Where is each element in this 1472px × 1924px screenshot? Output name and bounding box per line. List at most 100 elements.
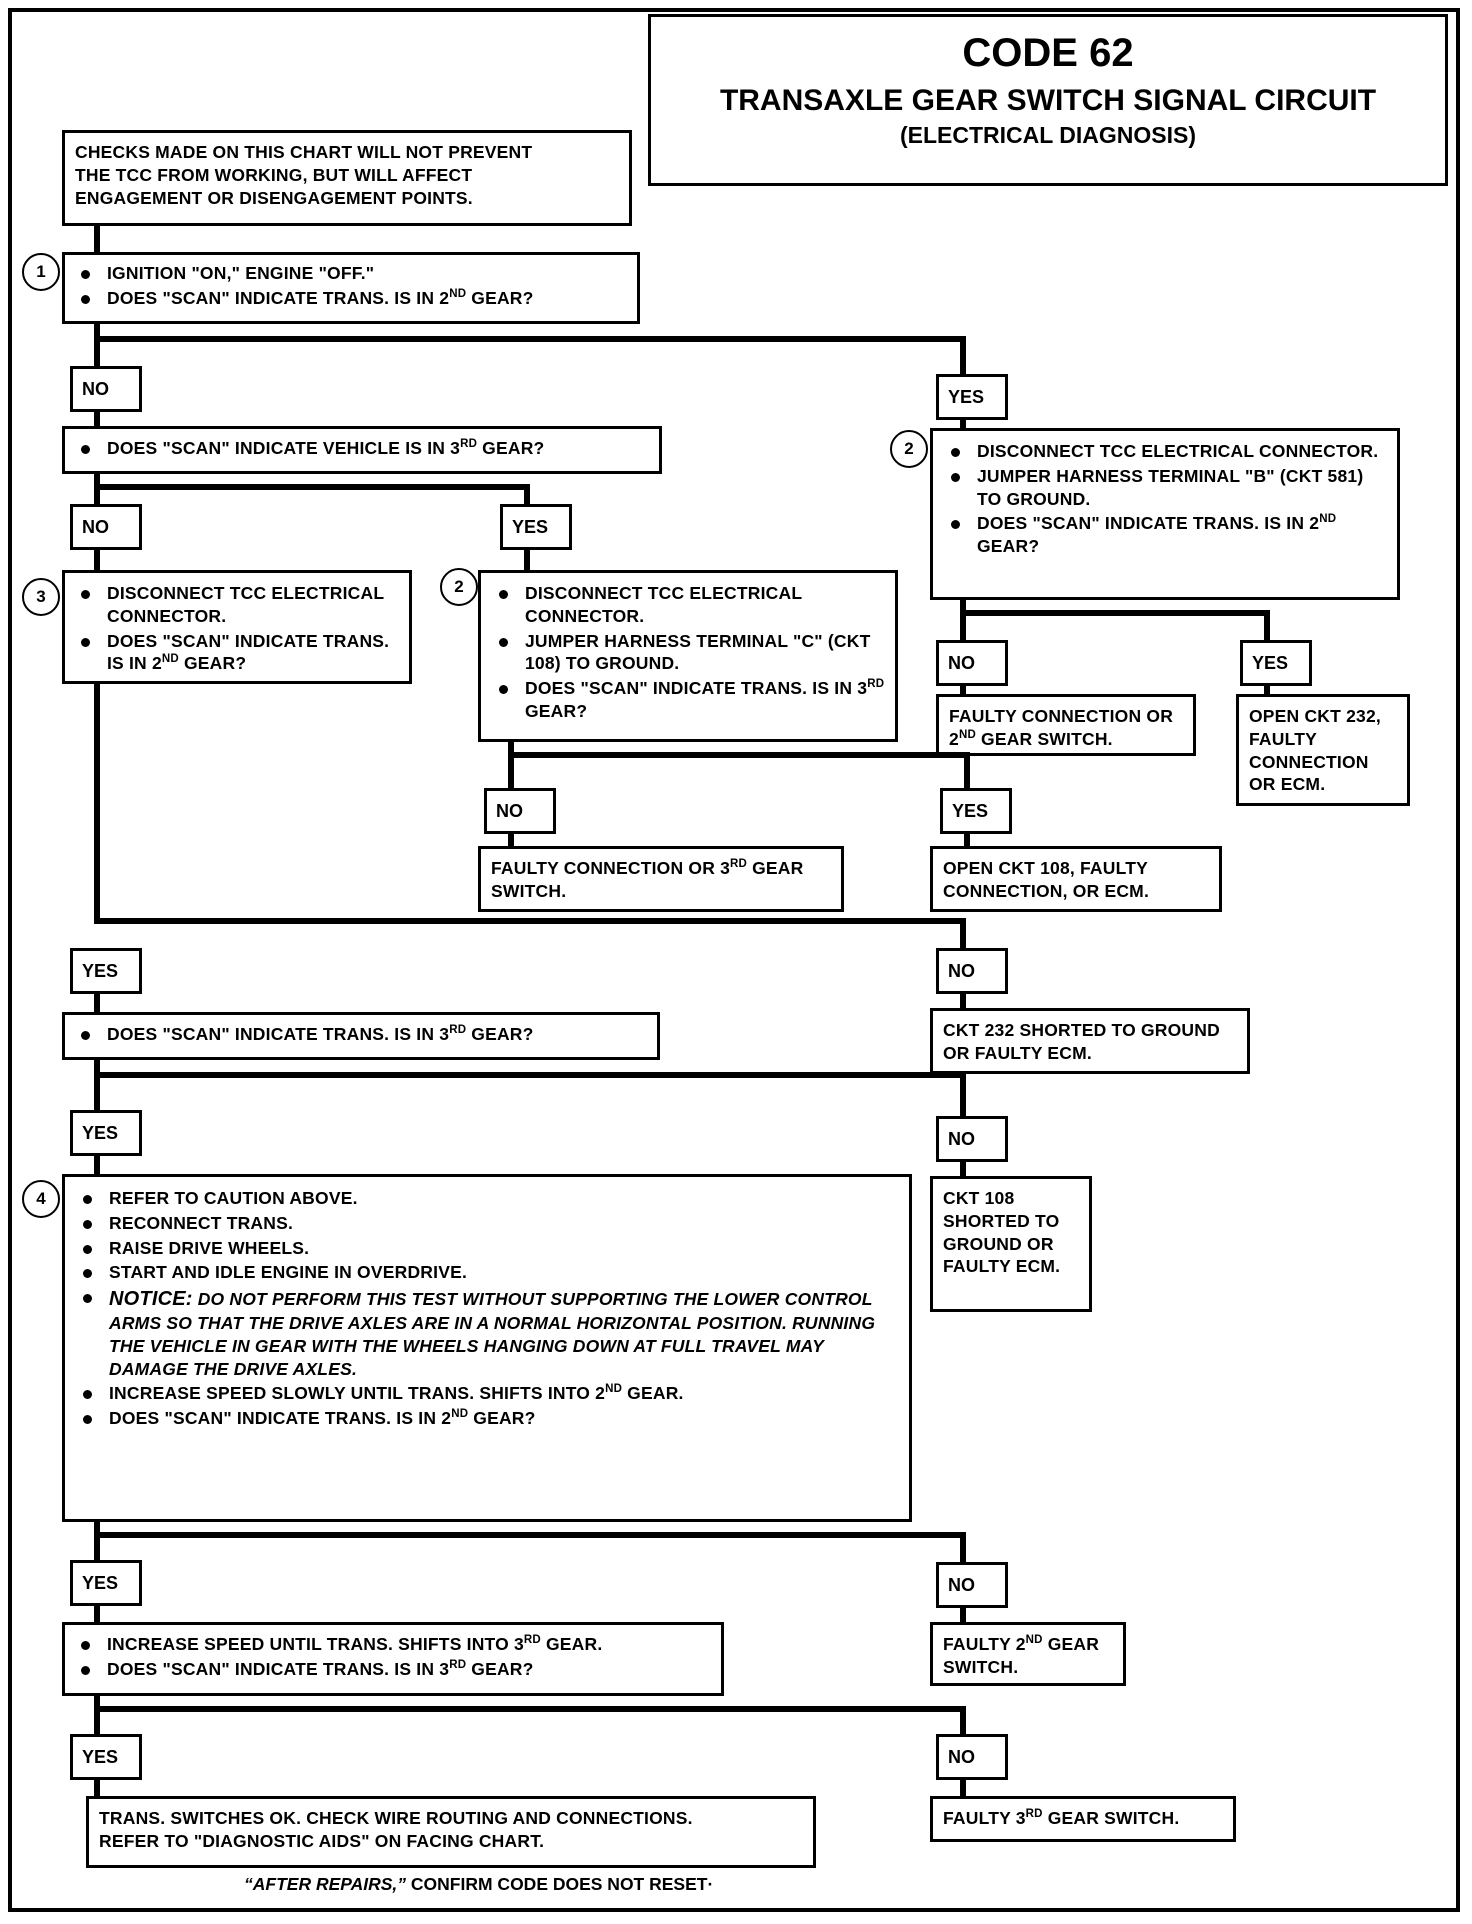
connector — [1264, 610, 1270, 642]
step2right-bullet-2: JUMPER HARNESS TERMINAL "B" (CKT 581) TO… — [943, 465, 1387, 511]
answer-yes-step3: YES — [70, 948, 142, 994]
step4-bullet-3: RAISE DRIVE WHEELS. — [75, 1237, 899, 1260]
result-faulty-connection-2nd-box: FAULTY CONNECTION OR 2ND GEAR SWITCH. — [936, 694, 1196, 756]
footer-rest: CONFIRM CODE DOES NOT RESET· — [406, 1874, 714, 1894]
step1-bullet-2: DOES "SCAN" INDICATE TRANS. IS IN 2ND GE… — [73, 287, 629, 310]
connector — [960, 992, 966, 1010]
answer-no-step4: NO — [936, 1562, 1008, 1608]
step-1-box: IGNITION "ON," ENGINE "OFF." DOES "SCAN"… — [62, 252, 640, 324]
connector — [964, 832, 970, 848]
answer-no-trans3rd: NO — [936, 1116, 1008, 1162]
connector — [960, 418, 966, 434]
connector — [94, 1604, 100, 1626]
step4-bullet-5: INCREASE SPEED SLOWLY UNTIL TRANS. SHIFT… — [75, 1382, 899, 1405]
connector — [94, 684, 100, 924]
step4-bullet-2: RECONNECT TRANS. — [75, 1212, 899, 1235]
connector — [94, 1778, 100, 1798]
step-2-right-box: DISCONNECT TCC ELECTRICAL CONNECTOR. JUM… — [930, 428, 1400, 600]
answer-no-step2right: NO — [936, 640, 1008, 686]
step3-bullet-2: DOES "SCAN" INDICATE TRANS. IS IN 2ND GE… — [73, 630, 401, 676]
answer-no-step5: NO — [936, 1734, 1008, 1780]
chart-subtitle: (ELECTRICAL DIAGNOSIS) — [899, 122, 1197, 148]
connector — [94, 992, 100, 1014]
step4-bullet-6: DOES "SCAN" INDICATE TRANS. IS IN 2ND GE… — [75, 1407, 899, 1430]
answer-no-step1: NO — [70, 366, 142, 412]
step2mid-bullet-3: DOES "SCAN" INDICATE TRANS. IS IN 3RD GE… — [491, 677, 885, 723]
question-vehicle-3rd: DOES "SCAN" INDICATE VEHICLE IS IN 3RD G… — [73, 437, 651, 460]
notice-body: DO NOT PERFORM THIS TEST WITHOUT SUPPORT… — [109, 1289, 876, 1379]
connector — [960, 918, 966, 950]
connector — [960, 1532, 966, 1564]
step2mid-bullet-1: DISCONNECT TCC ELECTRICAL CONNECTOR. — [491, 582, 885, 628]
branch-bar — [94, 1532, 966, 1538]
result-faulty-connection-2nd: FAULTY CONNECTION OR 2ND GEAR SWITCH. — [949, 706, 1174, 749]
connector — [964, 752, 970, 790]
answer-yes-step4: YES — [70, 1560, 142, 1606]
result-faulty-connection-3rd: FAULTY CONNECTION OR 3RD GEAR SWITCH. — [491, 858, 804, 901]
result-final-ok-box: TRANS. SWITCHES OK. CHECK WIRE ROUTING A… — [86, 1796, 816, 1868]
result-shorted-232: CKT 232 SHORTED TO GROUND OR FAULTY ECM. — [943, 1020, 1220, 1063]
step3-bullet-1: DISCONNECT TCC ELECTRICAL CONNECTOR. — [73, 582, 401, 628]
connector — [960, 600, 966, 614]
connector — [94, 1532, 100, 1562]
result-faulty-connection-3rd-box: FAULTY CONNECTION OR 3RD GEAR SWITCH. — [478, 846, 844, 912]
caution-line-1: CHECKS MADE ON THIS CHART WILL NOT PREVE… — [75, 142, 533, 162]
footer-note: “AFTER REPAIRS,” CONFIRM CODE DOES NOT R… — [244, 1874, 713, 1895]
branch-bar — [94, 1706, 966, 1712]
connector — [1264, 684, 1270, 698]
step2right-bullet-3: DOES "SCAN" INDICATE TRANS. IS IN 2ND GE… — [943, 512, 1387, 558]
answer-no-step3: NO — [936, 948, 1008, 994]
connector — [94, 1060, 100, 1078]
connector — [960, 1778, 966, 1798]
step2right-bullet-1: DISCONNECT TCC ELECTRICAL CONNECTOR. — [943, 440, 1387, 463]
connector — [94, 1154, 100, 1176]
step-number-2-right: 2 — [890, 430, 928, 468]
final-line-2: REFER TO "DIAGNOSTIC AIDS" ON FACING CHA… — [99, 1830, 545, 1851]
code-title: CODE 62 — [962, 31, 1134, 75]
result-open-108-box: OPEN CKT 108, FAULTY CONNECTION, OR ECM. — [930, 846, 1222, 912]
connector — [94, 484, 100, 506]
connector — [94, 1706, 100, 1736]
connector — [94, 226, 100, 256]
notice-label: NOTICE: — [109, 1288, 193, 1310]
connector — [960, 610, 966, 642]
step4-notice: NOTICE: DO NOT PERFORM THIS TEST WITHOUT… — [75, 1286, 899, 1380]
step-number-4: 4 — [22, 1180, 60, 1218]
step2mid-bullet-2: JUMPER HARNESS TERMINAL "C" (CKT 108) TO… — [491, 630, 885, 676]
caution-line-2: THE TCC FROM WORKING, BUT WILL AFFECT — [75, 164, 473, 185]
connector — [94, 410, 100, 430]
branch-bar — [94, 484, 530, 490]
result-faulty-3rd-switch-box: FAULTY 3RD GEAR SWITCH. — [930, 1796, 1236, 1842]
result-faulty-2nd-switch: FAULTY 2ND GEAR SWITCH. — [943, 1634, 1100, 1677]
answer-no-step2mid: NO — [484, 788, 556, 834]
answer-no-vehicle3rd: NO — [70, 504, 142, 550]
connector — [960, 336, 966, 376]
connector — [94, 1072, 100, 1112]
connector — [94, 1696, 100, 1710]
connector — [94, 324, 100, 340]
answer-yes-step2mid: YES — [940, 788, 1012, 834]
title-box: CODE 62 TRANSAXLE GEAR SWITCH SIGNAL CIR… — [648, 14, 1448, 186]
question-trans-3rd-box: DOES "SCAN" INDICATE TRANS. IS IN 3RD GE… — [62, 1012, 660, 1060]
step4-bullet-1: REFER TO CAUTION ABOVE. — [75, 1187, 899, 1210]
step-number-2-middle: 2 — [440, 568, 478, 606]
branch-bar — [94, 918, 966, 924]
connector — [508, 752, 514, 790]
connector — [960, 684, 966, 698]
step1-bullet-1: IGNITION "ON," ENGINE "OFF." — [73, 262, 629, 285]
connector — [524, 484, 530, 506]
connector — [508, 742, 514, 756]
question-vehicle-3rd-box: DOES "SCAN" INDICATE VEHICLE IS IN 3RD G… — [62, 426, 662, 474]
final-line-1: TRANS. SWITCHES OK. CHECK WIRE ROUTING A… — [99, 1808, 693, 1828]
caution-box: CHECKS MADE ON THIS CHART WILL NOT PREVE… — [62, 130, 632, 226]
chart-title: TRANSAXLE GEAR SWITCH SIGNAL CIRCUIT — [719, 84, 1377, 117]
connector — [94, 1522, 100, 1538]
answer-yes-vehicle3rd: YES — [500, 504, 572, 550]
connector — [94, 474, 100, 490]
result-shorted-108-box: CKT 108 SHORTED TO GROUND OR FAULTY ECM. — [930, 1176, 1092, 1312]
connector — [94, 336, 100, 368]
connector — [94, 548, 100, 570]
connector — [960, 1072, 966, 1118]
answer-yes-trans3rd: YES — [70, 1110, 142, 1156]
